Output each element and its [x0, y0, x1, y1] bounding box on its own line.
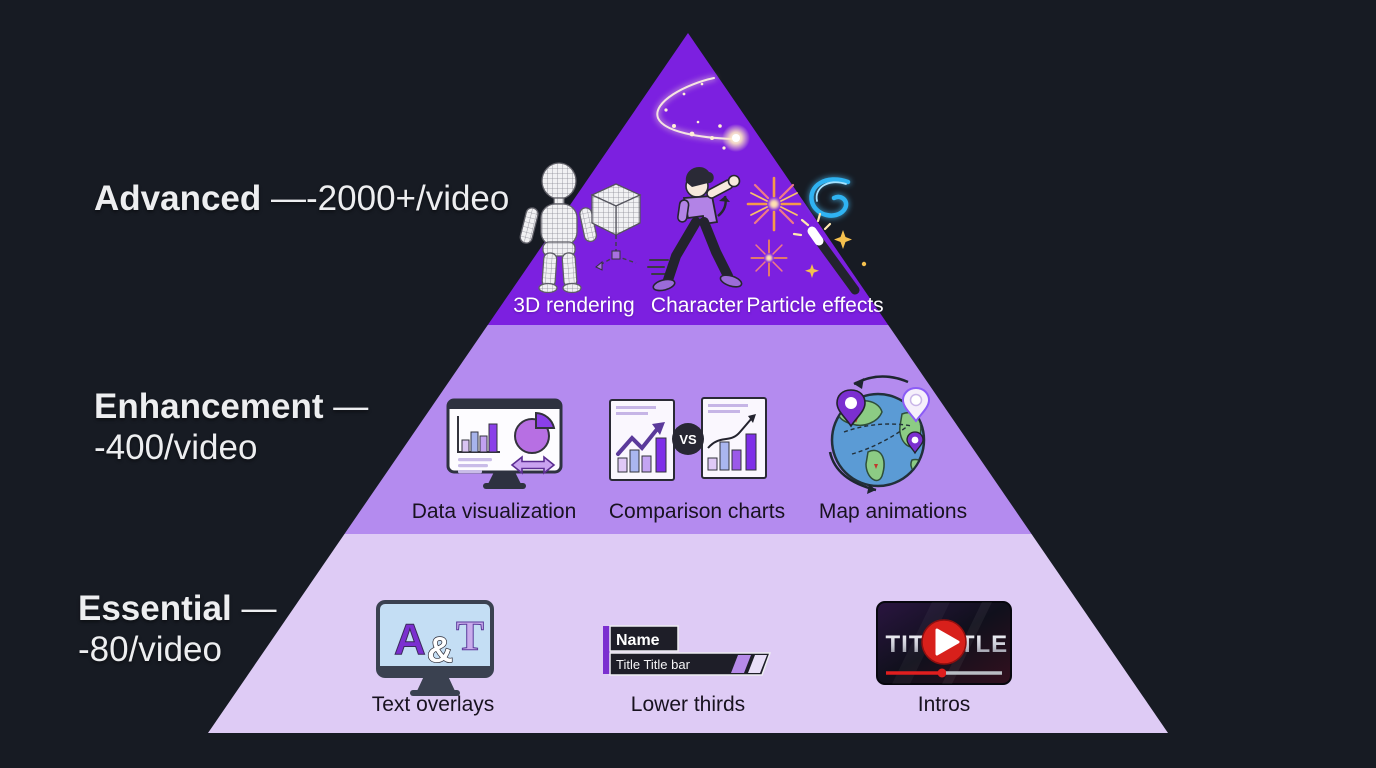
- particle-effects-icon: [746, 176, 867, 295]
- data-visualization-icon: [446, 398, 563, 489]
- tier-dash: —: [333, 387, 369, 426]
- map-pin-icon: [906, 431, 924, 455]
- caption-particle-effects: Particle effects: [746, 294, 884, 317]
- sparkle-trail-icon: [655, 76, 750, 152]
- progress-handle: [937, 668, 947, 678]
- lower-thirds-icon: Name Title Title bar: [603, 625, 772, 676]
- tier-name: Enhancement: [94, 387, 324, 426]
- tier-label-essential: Essential — -80/video: [78, 588, 276, 670]
- lower-third-title-label: Title Title bar: [616, 657, 691, 672]
- caption-lower-thirds: Lower thirds: [630, 693, 746, 716]
- comparison-charts-icon: VS: [609, 397, 767, 481]
- vs-badge: [672, 423, 704, 455]
- 3d-cube-icon: [590, 183, 642, 271]
- lower-third-name-label: Name: [616, 632, 660, 649]
- text-overlays-icon: A & T: [376, 600, 494, 696]
- double-arrow-icon: [510, 455, 556, 475]
- letter-t: T: [456, 614, 484, 660]
- tier-dash: —: [241, 589, 277, 628]
- energy-swirl-icon: [808, 176, 851, 219]
- map-pin-icon: [901, 386, 931, 423]
- intro-title-left: TIT: [886, 631, 925, 658]
- caption-text-overlays: Text overlays: [371, 693, 495, 716]
- caption-comparison-charts: Comparison charts: [608, 500, 786, 523]
- ampersand: &: [427, 629, 453, 670]
- tier-label-enhancement: Enhancement — -400/video: [94, 386, 368, 468]
- caption-3d-rendering: 3D rendering: [513, 294, 635, 317]
- caption-map-animations: Map animations: [818, 500, 968, 523]
- caption-data-visualization: Data visualization: [411, 500, 577, 523]
- caption-character: Character: [650, 294, 744, 317]
- tier-label-advanced: Advanced —-2000+/video: [94, 178, 509, 219]
- vs-label: VS: [679, 432, 697, 447]
- map-animations-icon: [828, 375, 931, 494]
- tier-price: -80/video: [78, 630, 222, 669]
- tier-price: -400/video: [94, 428, 258, 467]
- intro-title-right: TLE: [960, 631, 1008, 658]
- tier-name: Advanced: [94, 179, 262, 218]
- intros-icon: TIT TLE: [876, 601, 1012, 685]
- magic-wand-icon: [792, 212, 867, 295]
- tier-name: Essential: [78, 589, 232, 628]
- tier-price: -2000+/video: [306, 179, 510, 218]
- letter-a: A: [394, 615, 426, 664]
- character-animation-icon: [647, 167, 743, 292]
- map-pin-icon: [836, 389, 866, 428]
- tier-dash: —: [271, 179, 307, 218]
- caption-intros: Intros: [917, 693, 971, 716]
